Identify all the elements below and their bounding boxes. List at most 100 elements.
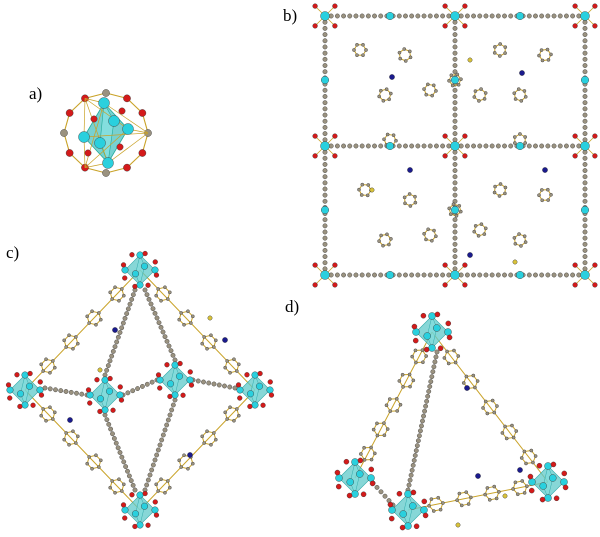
carbon-atom	[440, 272, 446, 278]
carbon-atom	[113, 490, 117, 495]
oxygen-atom	[357, 457, 364, 464]
metal-atom	[236, 386, 244, 394]
carbon-atom	[385, 427, 390, 431]
metal-atom	[560, 478, 568, 486]
carbon-atom	[115, 445, 121, 451]
carbon-atom	[452, 235, 458, 241]
carbon-atom	[388, 409, 393, 413]
bond	[103, 102, 149, 134]
oxygen-atom	[572, 3, 578, 9]
bond	[84, 102, 105, 168]
carbon-atom	[503, 191, 507, 196]
carbon-atom	[557, 13, 563, 19]
carbon-atom	[396, 13, 402, 19]
carbon-atom	[452, 348, 456, 353]
carbon-atom	[154, 482, 159, 487]
carbon-atom	[464, 272, 470, 278]
carbon-atom	[111, 436, 117, 441]
carbon-atom	[511, 487, 515, 491]
carbon-atom	[355, 53, 359, 57]
carbon-atom	[464, 143, 470, 149]
oxygen-atom	[332, 23, 338, 29]
oxygen-atom	[312, 23, 318, 29]
carbon-atom	[115, 334, 121, 340]
carbon-atom	[51, 359, 55, 363]
carbon-atom	[63, 389, 69, 394]
carbon-atom	[504, 436, 509, 441]
oxygen-atom	[65, 149, 74, 157]
oxygen-atom	[247, 403, 253, 410]
carbon-atom	[449, 73, 454, 78]
carbon-atom	[322, 260, 328, 266]
carbon-atom	[545, 143, 551, 149]
carbon-atom	[452, 248, 458, 253]
carbon-atom	[144, 482, 150, 488]
carbon-atom	[119, 454, 125, 460]
carbon-atom	[582, 44, 588, 50]
oxygen-atom	[268, 392, 275, 398]
carbon-atom	[322, 198, 328, 204]
metal-atom	[320, 11, 330, 21]
carbon-atom	[146, 296, 152, 302]
carbon-atom	[434, 13, 439, 19]
carbon-atom	[352, 48, 356, 52]
carbon-atom	[533, 13, 538, 19]
carbon-atom	[582, 254, 588, 259]
carbon-atom	[384, 403, 389, 408]
metal-atom	[451, 75, 460, 84]
carbon-atom	[160, 432, 166, 438]
carbon-atom	[394, 397, 399, 401]
oxygen-atom	[157, 385, 163, 391]
carbon-atom	[512, 135, 517, 139]
carbon-atom	[201, 379, 206, 385]
oxygen-atom	[553, 495, 560, 502]
carbon-atom	[495, 272, 501, 278]
carbon-atom	[375, 421, 379, 426]
carbon-atom	[433, 354, 439, 360]
carbon-atom	[127, 301, 133, 307]
carbon-atom	[322, 162, 328, 167]
carbon-atom	[540, 188, 544, 192]
carbon-atom	[513, 241, 518, 246]
oxygen-atom	[332, 282, 338, 288]
sulfur-atom	[369, 187, 375, 193]
carbon-atom	[67, 333, 71, 338]
carbon-atom	[495, 13, 501, 19]
carbon-atom	[500, 431, 505, 435]
carbon-atom	[212, 345, 216, 349]
carbon-atom	[539, 13, 545, 19]
carbon-atom	[108, 485, 113, 490]
metal-atom	[404, 490, 412, 498]
carbon-atom	[371, 427, 376, 432]
carbon-atom	[526, 272, 532, 278]
carbon-atom	[75, 434, 80, 439]
oxygen-atom	[132, 523, 138, 530]
metal-atom	[451, 205, 460, 214]
carbon-atom	[235, 369, 239, 373]
carbon-atom	[546, 187, 550, 192]
carbon-atom	[431, 83, 436, 88]
carbon-atom	[322, 223, 328, 229]
carbon-atom	[540, 58, 545, 63]
carbon-atom	[355, 43, 359, 47]
oxygen-atom	[462, 153, 468, 159]
carbon-atom	[400, 372, 405, 377]
carbon-atom	[125, 390, 131, 396]
carbon-atom	[108, 426, 114, 432]
carbon-atom	[533, 272, 538, 278]
carbon-atom	[523, 141, 528, 145]
metal-cluster	[5, 370, 45, 410]
oxygen-atom	[145, 282, 151, 288]
carbon-atom	[398, 402, 403, 407]
carbon-atom	[110, 348, 116, 354]
nitrogen-atom	[407, 167, 413, 173]
carbon-atom	[523, 135, 527, 139]
carbon-atom	[483, 272, 489, 278]
carbon-atom	[170, 402, 176, 408]
oxygen-atom	[167, 393, 173, 400]
carbon-atom	[162, 334, 168, 340]
oxygen-atom	[312, 133, 318, 139]
carbon-atom	[582, 192, 588, 198]
carbon-atom	[564, 272, 569, 278]
metal-atom	[140, 262, 148, 270]
